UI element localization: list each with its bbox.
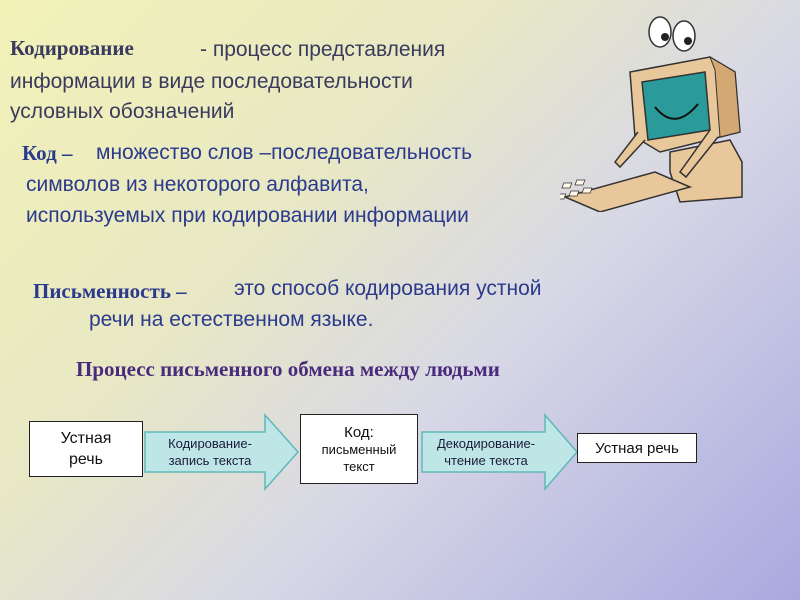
- writing-definition-line-2: речи на естественном языке.: [89, 308, 374, 331]
- decoding-arrow-label-line-1: Декодирование-: [436, 436, 536, 451]
- speech-box-target: Устная речь: [577, 433, 697, 463]
- coding-definition-line-3: условных обозначений: [10, 100, 235, 123]
- writing-definition-line-1: это способ кодирования устной: [234, 277, 542, 300]
- speech-box-target-label: Устная речь: [595, 439, 679, 457]
- coding-definition-line-1: - процесс представления: [200, 38, 446, 61]
- code-term: Код –: [22, 141, 73, 165]
- coding-term: Кодирование: [10, 36, 134, 60]
- decoding-arrow-label: Декодирование- чтение текста: [424, 435, 548, 469]
- code-definition-line-1: множество слов –последовательность: [96, 141, 473, 164]
- decoding-arrow-label-line-2: чтение текста: [444, 453, 528, 468]
- code-text-box: Код: письменный текст: [300, 414, 418, 484]
- process-heading: Процесс письменного обмена между людьми: [76, 357, 500, 381]
- encoding-arrow-shape: [144, 413, 300, 491]
- code-definition-line-3: используемых при кодировании информации: [26, 204, 469, 227]
- computer-mascot-icon: [560, 16, 743, 212]
- speech-box-source-line-2: речь: [69, 451, 103, 468]
- speech-box-source: Устная речь: [29, 421, 143, 477]
- writing-term: Письменность –: [33, 279, 187, 303]
- code-text-box-line-3: текст: [343, 458, 375, 474]
- code-definition-line-2: символов из некоторого алфавита,: [26, 173, 369, 196]
- speech-box-source-line-1: Устная: [60, 430, 112, 447]
- coding-definition-line-2: информации в виде последовательности: [10, 70, 413, 93]
- encoding-arrow-label: Кодирование- запись текста: [148, 435, 272, 469]
- decoding-arrow-shape: [421, 412, 578, 492]
- code-text-box-line-2: письменный: [321, 441, 397, 457]
- code-text-box-line-1: Код:: [344, 423, 374, 441]
- encoding-arrow-label-line-2: запись текста: [168, 453, 252, 468]
- encoding-arrow-label-line-1: Кодирование-: [168, 436, 252, 451]
